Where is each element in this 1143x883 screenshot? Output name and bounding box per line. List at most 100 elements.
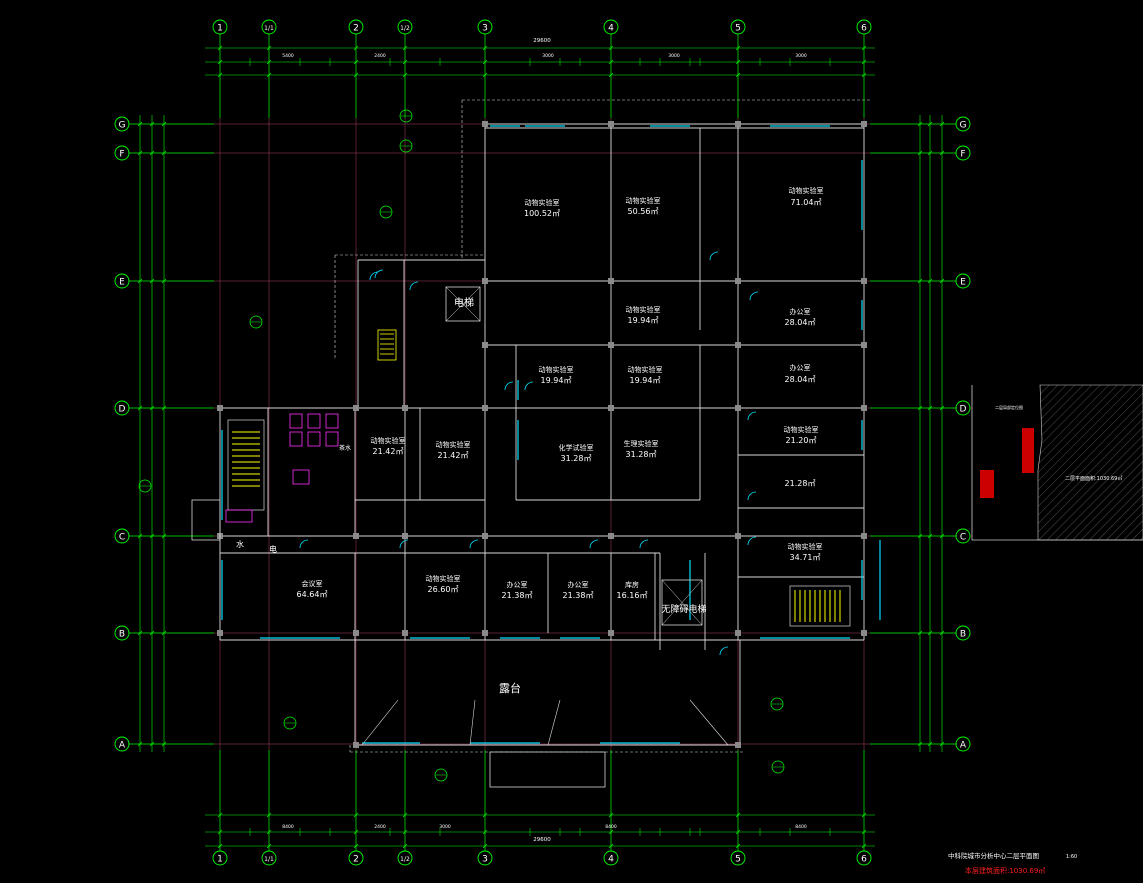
grid-label: 4 bbox=[608, 855, 614, 865]
dimension-tick bbox=[939, 630, 945, 636]
room-area: 19.94㎡ bbox=[628, 316, 659, 325]
grid-bubble bbox=[114, 273, 130, 289]
dimension-tick bbox=[161, 150, 167, 156]
dimension-tick bbox=[149, 533, 155, 539]
dim-bottom: 8400 bbox=[605, 824, 617, 830]
dimension-tick bbox=[608, 72, 614, 78]
dimension-tick bbox=[735, 72, 741, 78]
wall-lines bbox=[219, 99, 881, 753]
toilet-stall bbox=[325, 413, 339, 429]
dimension-tick bbox=[353, 72, 359, 78]
grid-label: 1 bbox=[217, 855, 223, 865]
grid-bubble bbox=[114, 116, 130, 132]
column bbox=[735, 630, 741, 636]
dimension-tick bbox=[266, 59, 272, 65]
dimension-tick bbox=[927, 741, 933, 747]
room-area: 50.56㎡ bbox=[628, 207, 659, 216]
room-area: 31.28㎡ bbox=[561, 454, 592, 463]
dim-top: 2400 bbox=[374, 53, 386, 59]
room-area: 28.04㎡ bbox=[785, 375, 816, 384]
room-name: 动物实验室 bbox=[628, 365, 663, 374]
grid-label: F bbox=[960, 150, 965, 160]
dimension-tick bbox=[402, 72, 408, 78]
grid-label: G bbox=[119, 121, 126, 131]
room-area: 28.04㎡ bbox=[785, 318, 816, 327]
dimension-tick bbox=[861, 812, 867, 818]
room-name: 动物实验室 bbox=[525, 198, 560, 207]
door-swing bbox=[747, 536, 757, 546]
dimension-tick bbox=[402, 45, 408, 51]
room-name: 动物实验室 bbox=[626, 305, 661, 314]
tea-room-label: 茶水 bbox=[339, 444, 351, 452]
grid-bubbles-top: 1 1/1 2 1/2 3 4 5 6 bbox=[212, 19, 872, 35]
dimension-tick bbox=[939, 741, 945, 747]
dim-top: 3000 bbox=[668, 53, 680, 59]
dimension-tick bbox=[939, 150, 945, 156]
dimension-tick bbox=[149, 278, 155, 284]
dimension-tick bbox=[137, 121, 143, 127]
grid-label: G bbox=[960, 121, 967, 131]
grid-bubble bbox=[261, 850, 277, 866]
slope-line bbox=[547, 699, 561, 746]
column bbox=[861, 630, 867, 636]
shaft-label: 水 bbox=[236, 539, 244, 549]
dimension-tick bbox=[353, 59, 359, 65]
room-area: 34.71㎡ bbox=[790, 553, 821, 562]
column bbox=[735, 405, 741, 411]
grid-bubble bbox=[114, 528, 130, 544]
dim-top: 5400 bbox=[282, 53, 294, 59]
grid-bubble bbox=[114, 736, 130, 752]
dimension-tick bbox=[161, 121, 167, 127]
door-swing bbox=[639, 539, 649, 549]
location-plan-marker bbox=[980, 470, 994, 498]
dimension-tick bbox=[861, 59, 867, 65]
dimension-tick bbox=[927, 150, 933, 156]
drawing-scale: 1:60 bbox=[1066, 854, 1077, 860]
stair-outline bbox=[377, 329, 397, 361]
fixtures bbox=[138, 109, 851, 788]
door-swing bbox=[747, 491, 757, 501]
dimension-lines bbox=[137, 45, 945, 849]
grid-bubble bbox=[730, 19, 746, 35]
dim-bottom: 8400 bbox=[795, 824, 807, 830]
dimension-tick bbox=[917, 405, 923, 411]
grid-label: 6 bbox=[861, 24, 867, 34]
grid-bubble bbox=[261, 19, 277, 35]
column bbox=[861, 342, 867, 348]
room-name: 办公室 bbox=[507, 580, 528, 589]
elevator-cross bbox=[661, 579, 703, 626]
dimension-tick bbox=[482, 812, 488, 818]
location-plan: 二层局部定位图 二层平面面积:1030.69㎡ bbox=[971, 384, 1143, 541]
column bbox=[482, 342, 488, 348]
dimension-tick bbox=[927, 533, 933, 539]
dimension-tick bbox=[161, 405, 167, 411]
grid-label: A bbox=[119, 741, 126, 751]
dimension-tick bbox=[482, 72, 488, 78]
column bbox=[353, 630, 359, 636]
dimension-tick bbox=[927, 121, 933, 127]
grid-label: C bbox=[119, 533, 125, 543]
dimension-tick bbox=[137, 533, 143, 539]
grid-bubble bbox=[348, 19, 364, 35]
grid-label: D bbox=[960, 405, 967, 415]
room-name: 动物实验室 bbox=[371, 436, 406, 445]
column bbox=[861, 121, 867, 127]
dimension-tick bbox=[917, 121, 923, 127]
dimension-tick bbox=[149, 121, 155, 127]
dimension-tick bbox=[266, 45, 272, 51]
door-swing bbox=[747, 411, 757, 421]
dimension-tick bbox=[266, 843, 272, 849]
dimension-tick bbox=[149, 405, 155, 411]
column bbox=[861, 278, 867, 284]
column bbox=[482, 121, 488, 127]
dimension-tick bbox=[149, 630, 155, 636]
dimension-tick bbox=[137, 278, 143, 284]
grid-bubble bbox=[212, 19, 228, 35]
grid-label: D bbox=[119, 405, 126, 415]
dimension-tick bbox=[402, 59, 408, 65]
grid-bubble bbox=[955, 273, 971, 289]
dimension-tick bbox=[608, 843, 614, 849]
grid-bubble bbox=[477, 19, 493, 35]
accessible-elevator-label: 无障碍电梯 bbox=[661, 603, 706, 615]
